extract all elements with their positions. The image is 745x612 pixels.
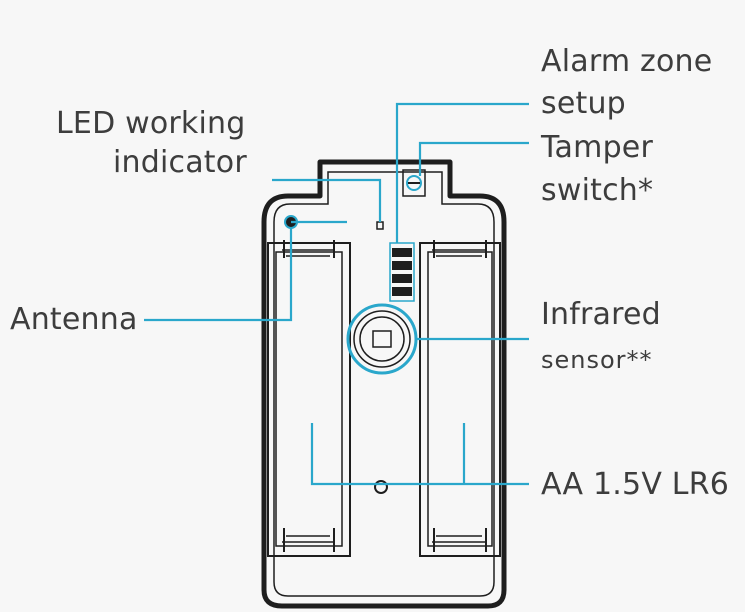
infrared-label-line2: sensor** xyxy=(541,346,653,374)
led-label-line1: LED working xyxy=(56,106,246,141)
tamper-leader xyxy=(418,141,529,176)
screw-hole xyxy=(374,480,388,494)
tamper-switch xyxy=(402,169,426,197)
battery-label: AA 1.5V LR6 xyxy=(541,467,730,502)
antenna-leader xyxy=(144,228,293,322)
device-body-outline xyxy=(261,159,507,609)
leader-lines xyxy=(144,102,529,486)
infrared-label-line1: Infrared xyxy=(541,297,661,332)
alarm-zone-dip-switch xyxy=(389,242,415,302)
alarm-zone-label-line2: setup xyxy=(541,86,626,121)
infrared-sensor xyxy=(346,303,418,375)
led-leader xyxy=(272,178,382,222)
led-label-line2: indicator xyxy=(113,145,247,180)
right-battery-compartment xyxy=(419,240,501,557)
tamper-label-line1: Tamper xyxy=(541,130,654,165)
tamper-label-line2: switch* xyxy=(541,173,654,208)
led-indicator xyxy=(376,221,384,230)
device-inner-outline xyxy=(273,171,495,597)
left-battery-compartment xyxy=(267,240,351,557)
alarm-zone-label-line1: Alarm zone xyxy=(541,44,713,79)
battery-leader xyxy=(310,423,529,486)
antenna-label: Antenna xyxy=(10,302,138,337)
alarm-zone-leader xyxy=(395,102,529,243)
